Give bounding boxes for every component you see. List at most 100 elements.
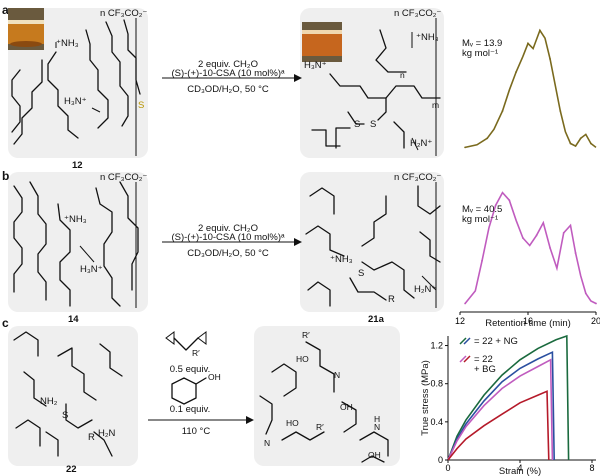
ss-series-line (447, 350, 555, 461)
counterion-label: n CF₃CO₂⁻ (394, 172, 441, 183)
sulfur-label: S (138, 100, 144, 111)
ss-x-tick-label: 4 (517, 463, 522, 473)
reaction-condition: 110 °C (182, 426, 211, 437)
structure-21a (305, 185, 441, 307)
gpc-point (590, 142, 592, 145)
gpc-point (494, 204, 497, 207)
gpc-point (464, 146, 466, 149)
reagent-line: CD₃OD/H₂O, 50 °C (187, 84, 269, 95)
ss-y-tick-label: 1.2 (430, 341, 443, 351)
gpc-point (522, 237, 524, 239)
legend-entry: = 22 + NG (474, 336, 518, 347)
amine-label: NH₂ (40, 396, 58, 407)
amine-label: H₂N⁺ (410, 138, 432, 149)
product-atom: H (374, 414, 380, 424)
structure-product-a (311, 29, 441, 151)
hydroxyl-label: OH (208, 372, 221, 382)
counterion-label: n CF₃CO₂⁻ (394, 8, 441, 19)
amine-label: H₂N (98, 428, 116, 439)
compound-number: 21a (368, 314, 385, 325)
gpc-point (508, 199, 511, 202)
panel-b-product-bg (300, 172, 444, 312)
ss-x-tick-label: 0 (445, 463, 450, 473)
ss-x-tick-label: 8 (589, 463, 594, 473)
mv-unit: kg mol⁻¹ (462, 214, 498, 225)
product-atom: HO (296, 354, 309, 364)
reagent-amount: 0.1 equiv. (170, 404, 211, 415)
amine-label: ⁺NH₃ (64, 214, 87, 225)
photo-vial-a (8, 8, 44, 50)
gpc-point (584, 292, 587, 295)
product-atom: N (264, 438, 270, 448)
reagent-line: 2 equiv. CH₂O (198, 59, 258, 70)
compound-number: 14 (68, 314, 79, 325)
structure-14 (13, 181, 139, 307)
gpc-point (569, 142, 572, 145)
panel-b-start-bg (8, 172, 148, 312)
mv-unit: kg mol⁻¹ (462, 48, 498, 59)
gpc-tick-label: 16 (523, 316, 533, 326)
r-prime-label: R′ (192, 348, 200, 358)
benzyl-alcohol-icon (171, 377, 207, 405)
compound-number: 12 (72, 160, 83, 171)
gpc-point (486, 137, 489, 140)
panel-label-b: b (2, 169, 9, 183)
ss-x-label: Strain (%) (499, 466, 541, 476)
product-atom: N (374, 422, 380, 432)
gpc-point (559, 110, 562, 112)
amine-label: H₃N⁺ (304, 60, 327, 71)
counterion-label: n CF₃CO₂⁻ (100, 172, 147, 183)
reagent-line: CD₃OD/H₂O, 50 °C (187, 248, 269, 259)
product-atom: R′ (316, 422, 324, 432)
arrowhead (246, 416, 254, 424)
structure-22 (13, 331, 123, 457)
gpc-point (539, 29, 541, 32)
mv-label: Mᵥ = 13.9 (462, 38, 502, 49)
mv-label: Mᵥ = 40.5 (462, 204, 502, 215)
legend-entry: + BG (474, 364, 496, 375)
amine-label: ⁺NH₃ (56, 38, 79, 49)
amine-label: H₂N⁺ (414, 284, 436, 295)
arrowhead (294, 238, 302, 246)
reagent-line: (S)-(+)-10-CSA (10 mol%)ᵃ (171, 68, 285, 79)
reagent-amount: 0.5 equiv. (170, 364, 211, 375)
ss-legend (459, 337, 471, 363)
gpc-point (562, 232, 565, 234)
legend-entry: = 22 (474, 354, 493, 365)
amine-label: H₃N⁺ (64, 96, 87, 107)
panel-label-c: c (2, 316, 9, 330)
arrowhead (294, 74, 302, 82)
gpc-series-line (464, 28, 597, 149)
r-group-label: R (388, 294, 395, 305)
sulfur-label: S (370, 119, 376, 130)
gpc-x-label: Retention time (min) (485, 318, 571, 329)
r-group-label: R (88, 432, 95, 443)
ss-series-line (447, 358, 554, 461)
amine-label: ⁺NH₃ (416, 32, 439, 43)
counterion-label: n CF₃CO₂⁻ (100, 8, 147, 19)
structure-12 (11, 19, 141, 145)
gpc-point (549, 58, 551, 60)
ss-series-line (447, 334, 570, 461)
ss-y-label: True stress (MPa) (420, 360, 431, 436)
sulfur-label: S (62, 410, 68, 421)
reagent-line: (S)-(+)-10-CSA (10 mol%)ᵃ (171, 232, 285, 243)
repeat-label: n (400, 70, 405, 80)
photo-vial-a-product (302, 22, 342, 62)
panel-c-start-bg (8, 326, 138, 466)
ss-y-tick-label: 0 (438, 455, 443, 465)
panel-label-a: a (2, 3, 9, 17)
sulfur-label: S (354, 119, 360, 130)
amine-label: ⁺NH₃ (330, 254, 353, 265)
product-atom: N (334, 370, 340, 380)
gpc-point (501, 110, 504, 112)
ss-series-line (447, 390, 550, 461)
structure-product-c (259, 341, 389, 463)
panel-c-product-bg (254, 326, 400, 466)
product-atom: OH (340, 402, 353, 412)
gpc-point (481, 259, 483, 262)
product-atom: R′ (302, 330, 310, 340)
